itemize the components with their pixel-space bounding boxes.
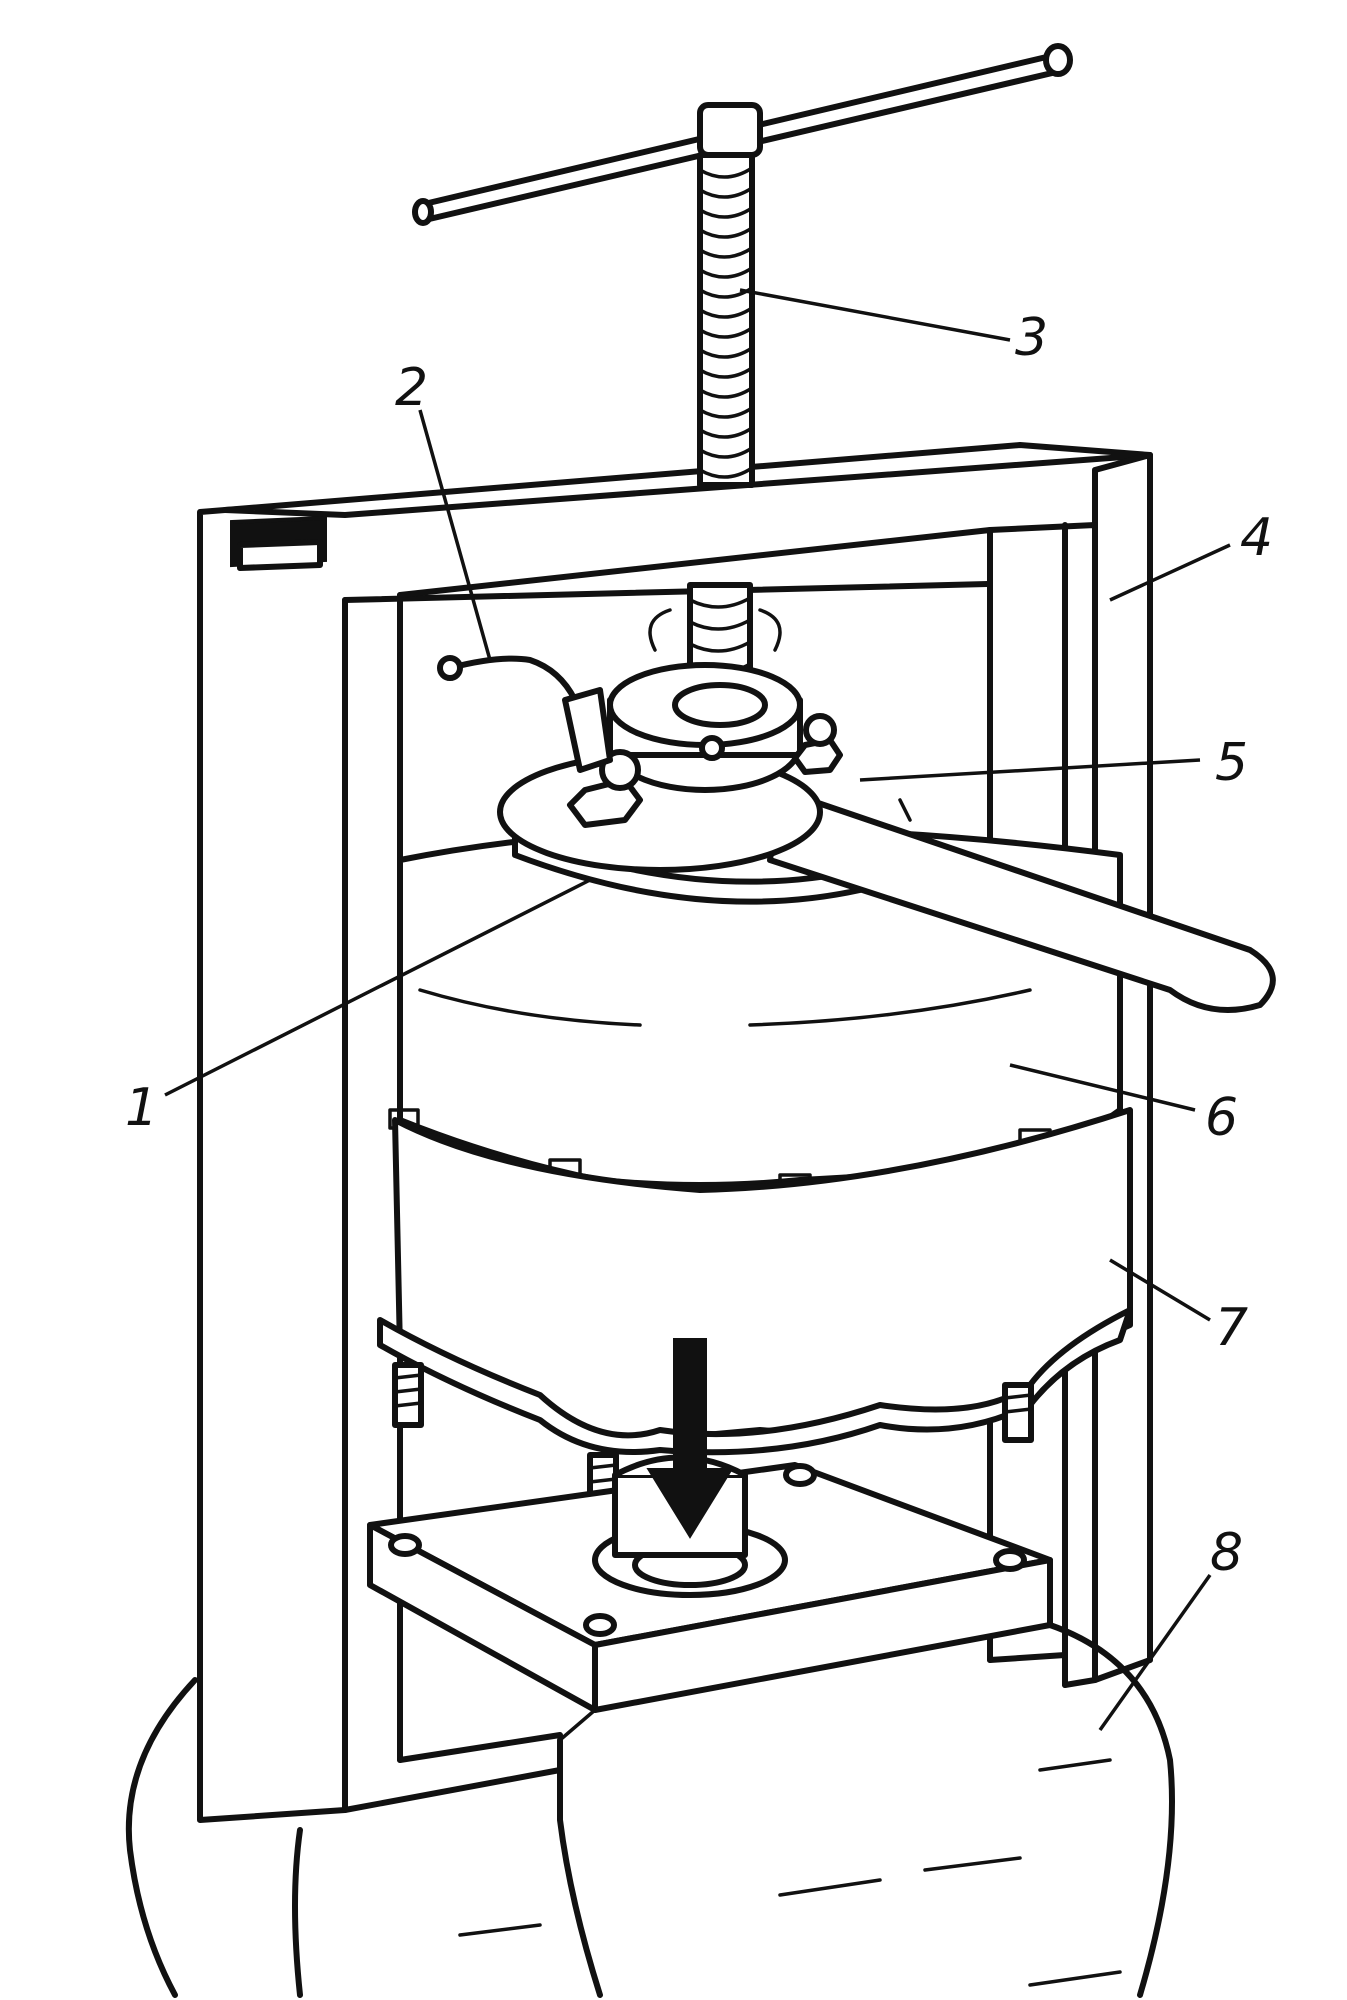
wrench-plate	[437, 608, 1276, 1013]
callout-5: 5	[1215, 733, 1248, 793]
down-arrow-icon	[646, 1338, 734, 1539]
leader-lines	[164, 288, 1231, 1732]
callout-7: 7	[1215, 1298, 1248, 1358]
callout-6: 6	[1205, 1088, 1238, 1148]
base-plate	[367, 1362, 1053, 1713]
support-vise	[125, 1622, 1175, 1998]
callout-8: 8	[1210, 1523, 1243, 1583]
callout-3: 3	[1015, 308, 1048, 368]
callout-1: 1	[125, 1078, 158, 1138]
screw-handle	[412, 43, 1073, 728]
callouts: 1 2 3 4 5 6 7 8	[125, 308, 1273, 1583]
motor-housing	[377, 825, 1133, 1456]
callout-4: 4	[1240, 508, 1273, 568]
callout-2: 2	[395, 358, 428, 418]
